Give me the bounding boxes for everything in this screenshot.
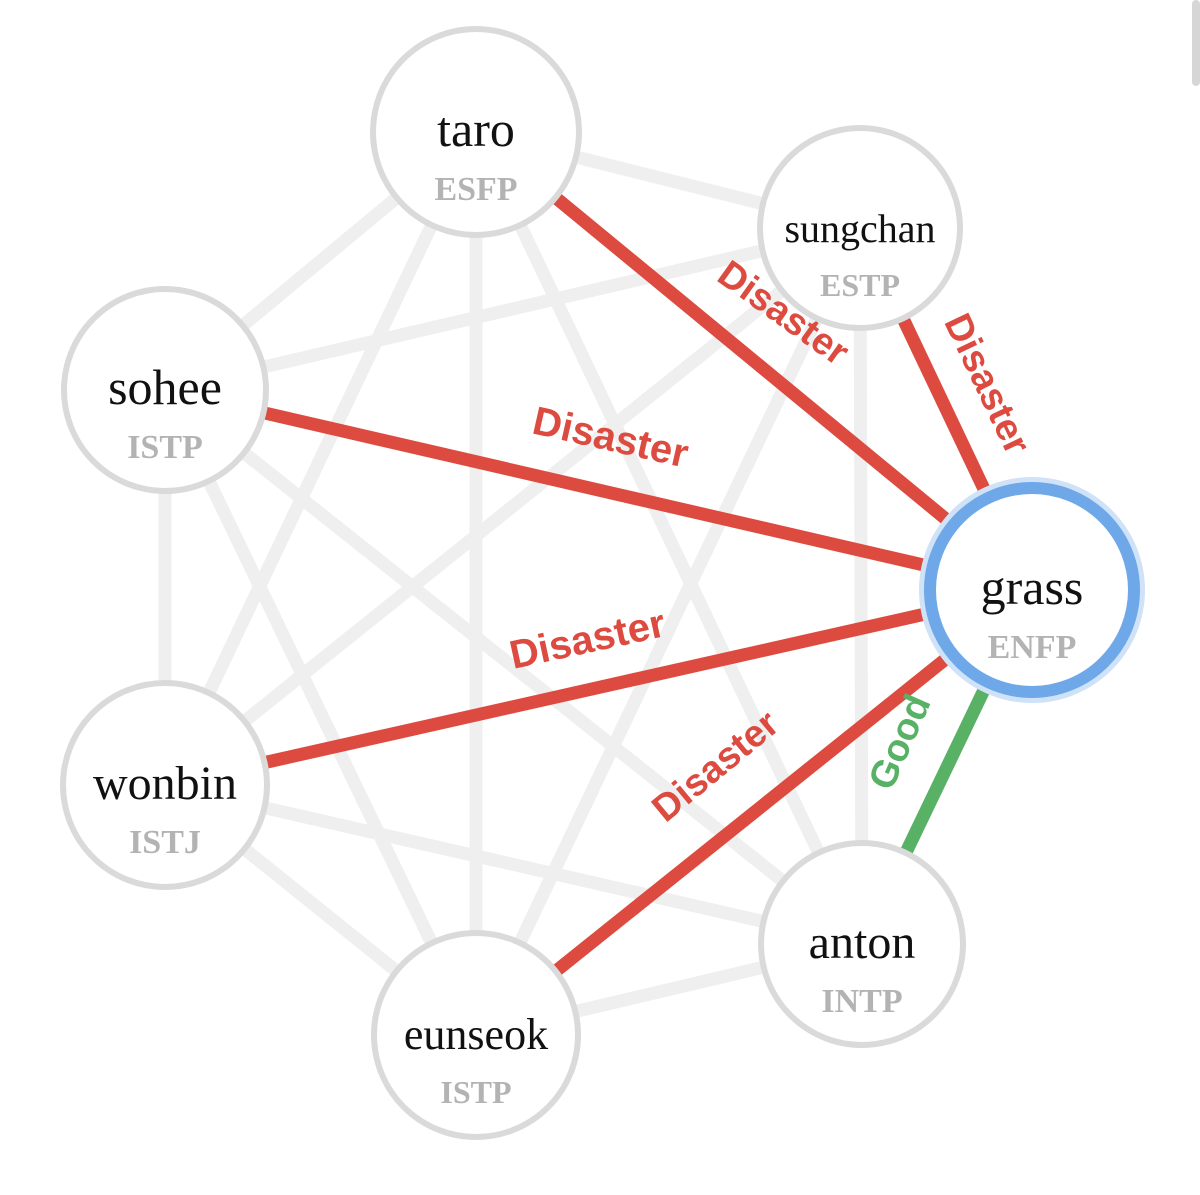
node-circle — [61, 286, 269, 494]
edge-grass-sohee-disaster — [261, 406, 931, 573]
edge-label-sungchan: Disaster — [936, 307, 1039, 461]
node-circle — [758, 840, 966, 1048]
edge-sungchan-sohee — [163, 221, 862, 397]
edge-sungchan-anton — [853, 227, 869, 945]
scrollbar-thumb[interactable] — [1192, 0, 1200, 86]
edge-sungchan-eunseok — [470, 225, 866, 1038]
edge-grass-eunseok-disaster — [551, 651, 954, 977]
faint-edges-layer — [158, 125, 869, 1042]
edge-grass-sungchan-disaster — [897, 315, 993, 498]
node-circle — [757, 125, 963, 331]
edge-grass-wonbin-disaster — [263, 606, 931, 769]
node-circle — [60, 680, 270, 890]
focus-glow — [919, 477, 1145, 703]
node-type: ENFP — [988, 629, 1077, 666]
edge-grass-taro-disaster — [551, 192, 955, 528]
edge-label-anton: Good — [861, 688, 940, 796]
edge-wonbin-anton — [163, 778, 864, 951]
node-type: ESFP — [434, 171, 517, 208]
node-circle — [370, 26, 582, 238]
node-name: taro — [437, 101, 515, 157]
node-type: ISTJ — [129, 824, 201, 861]
edge-grass-anton-good — [899, 682, 992, 856]
node-type: ISTP — [127, 429, 203, 466]
edge-taro-anton — [470, 129, 868, 947]
node-name: grass — [981, 559, 1084, 615]
edge-sohee-anton — [160, 384, 867, 950]
node-name: sungchan — [784, 206, 935, 251]
node-name: anton — [809, 916, 916, 969]
edge-taro-wonbin — [159, 129, 482, 788]
node-type: INTP — [821, 983, 902, 1020]
node-name: eunseok — [404, 1010, 548, 1059]
node-name: wonbin — [93, 757, 237, 810]
edge-sungchan-wonbin — [160, 222, 865, 791]
node-name: sohee — [108, 359, 222, 415]
node-type: ISTP — [440, 1074, 511, 1110]
node-circle — [371, 930, 581, 1140]
edge-sohee-eunseok — [159, 387, 482, 1038]
node-type: ESTP — [820, 267, 900, 303]
highlighted-edges-layer — [261, 192, 993, 977]
node-circle-focused — [924, 482, 1140, 698]
